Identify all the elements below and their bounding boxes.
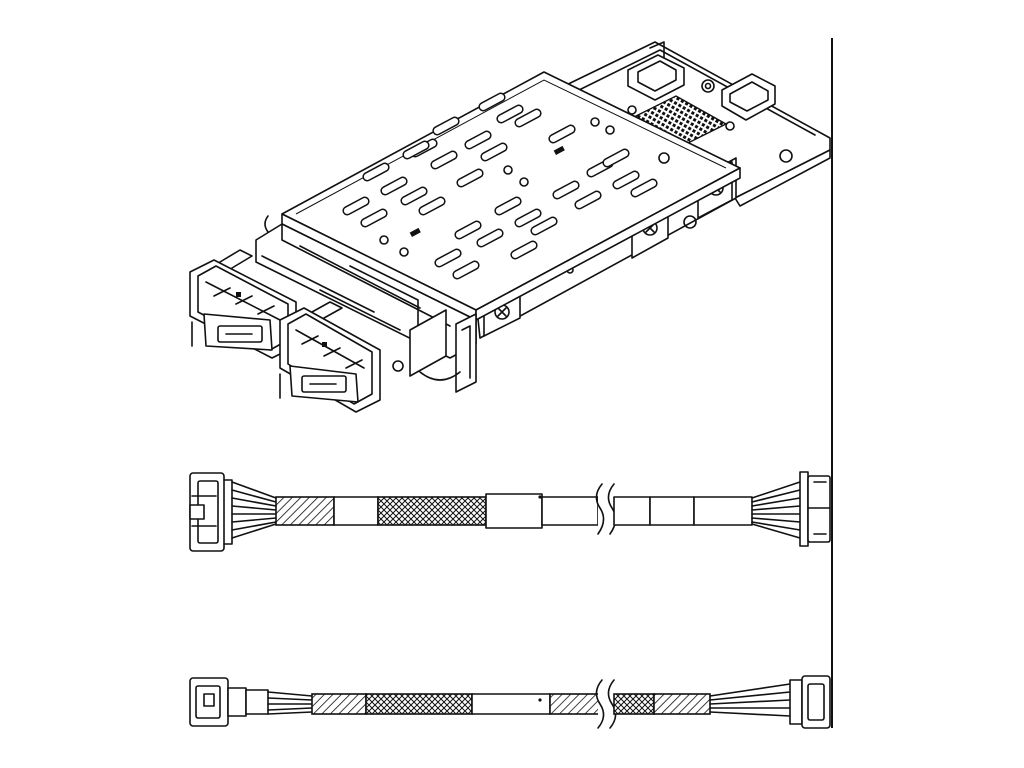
cable-lower-right-connector [789,675,831,729]
cable-lower-left-connector [189,677,269,727]
drive-bays [255,215,477,393]
cable-upper-braided-sleeve [377,496,487,526]
page-edge-line [831,38,833,728]
backplane-connector-right [721,73,776,121]
cable-lower-break-mark [595,679,617,729]
cable-upper-label-sleeve [485,493,543,529]
cover-holes [379,117,670,257]
cable-upper [189,471,831,552]
cover-vent-slots [342,92,658,280]
backplane-connector-left [627,41,685,101]
cable-lower-label [471,693,551,715]
cable-upper-hatched-sleeve [275,496,335,526]
cable-lower [189,675,831,729]
cage-top-cover [281,71,741,321]
cable-lower-hatched-sleeve-1 [311,693,367,715]
drive-tray-handle-2 [279,301,381,413]
cable-upper-left-connector [189,472,233,552]
cable-lower-hatched-sleeve-2 [653,693,711,715]
cable-upper-left-wires [231,481,277,539]
drive-tray-handle-1 [189,249,297,359]
cable-lower-dark-sleeve [365,693,473,715]
cable-upper-right-connector [799,471,831,547]
cable-upper-right-wires [751,481,801,539]
cable-lower-right-wires [709,683,791,717]
cable-upper-break-mark [595,483,617,535]
drive-cage-assembly [189,41,831,413]
backplane-bracket [559,41,831,207]
cable-lower-left-wires [267,691,313,715]
